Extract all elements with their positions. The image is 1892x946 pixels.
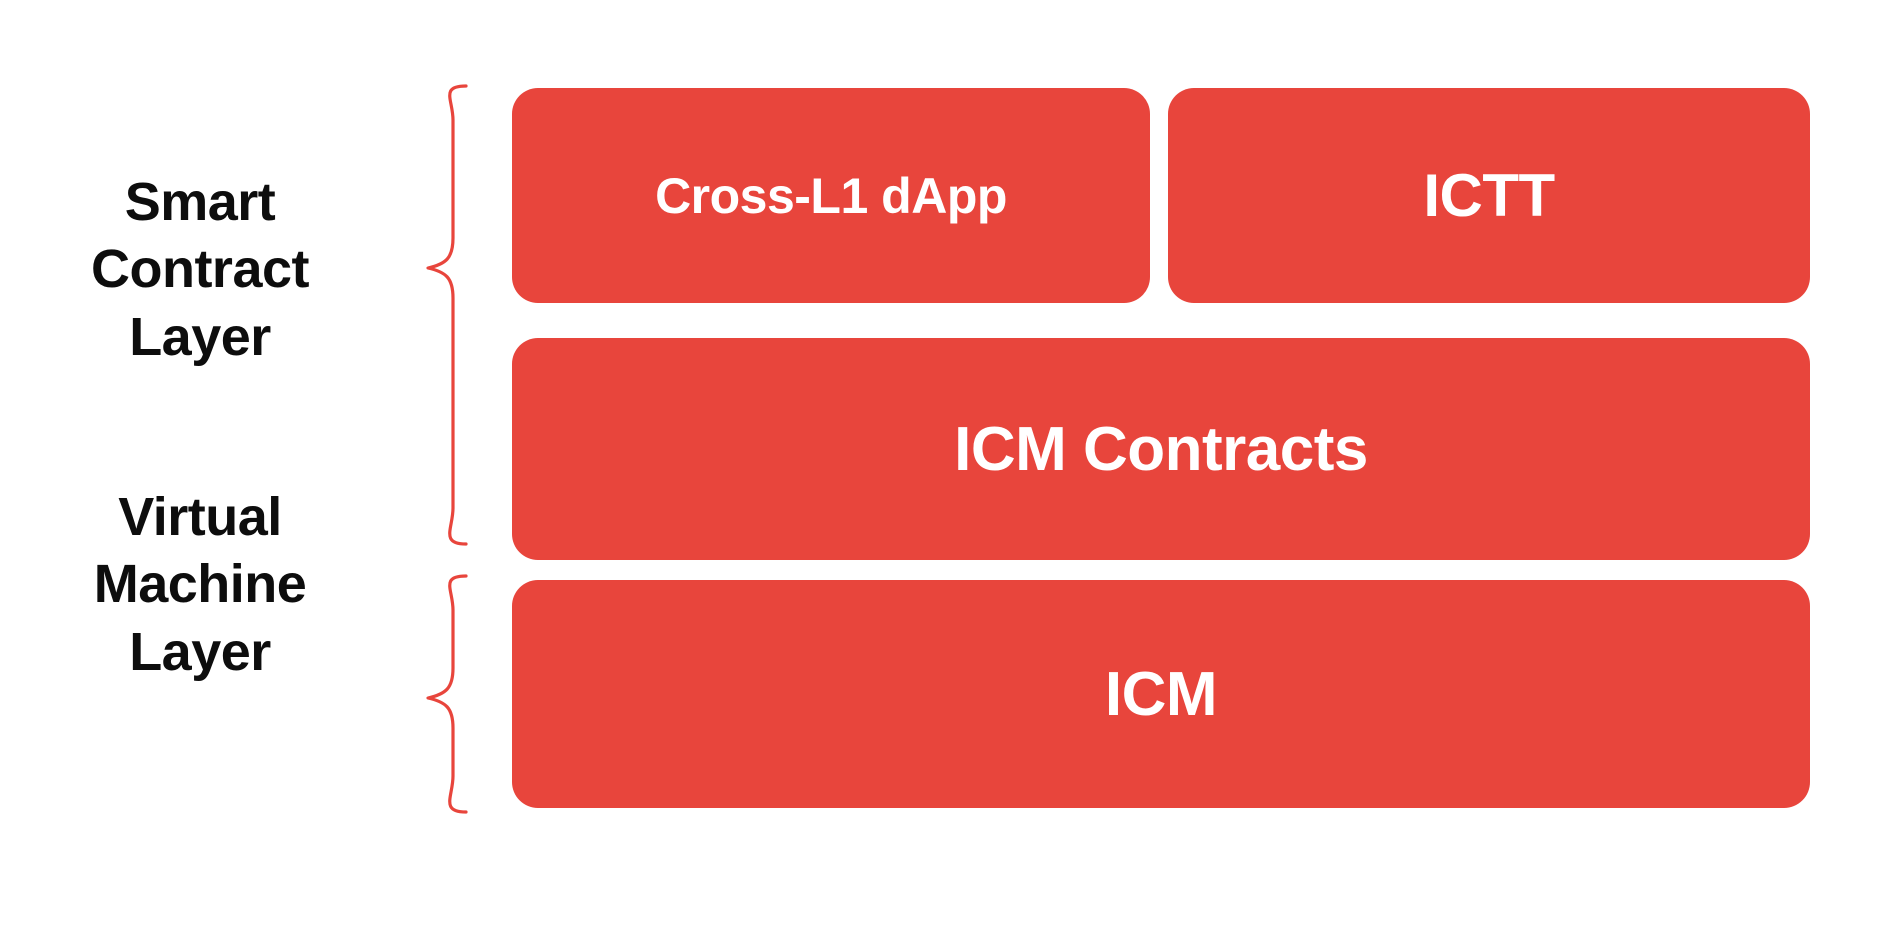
node-box-label: ICTT (1423, 162, 1555, 229)
node-box-icm[interactable]: ICM (512, 580, 1810, 808)
node-box-icm-contracts[interactable]: ICM Contracts (512, 338, 1810, 560)
curly-brace-virtual-machine-layer (426, 574, 468, 814)
curly-brace-smart-contract-layer (426, 84, 468, 546)
layer-label-smart-contract: Smart Contract Layer (90, 171, 310, 367)
node-box-cross-l1-dapp[interactable]: Cross-L1 dApp (512, 88, 1150, 303)
layer-label-virtual-machine: Virtual Machine Layer (93, 486, 307, 682)
node-box-label: ICM Contracts (954, 414, 1368, 484)
node-box-label: ICM (1104, 659, 1218, 729)
node-box-label: Cross-L1 dApp (655, 167, 1007, 224)
node-box-ictt[interactable]: ICTT (1168, 88, 1810, 303)
